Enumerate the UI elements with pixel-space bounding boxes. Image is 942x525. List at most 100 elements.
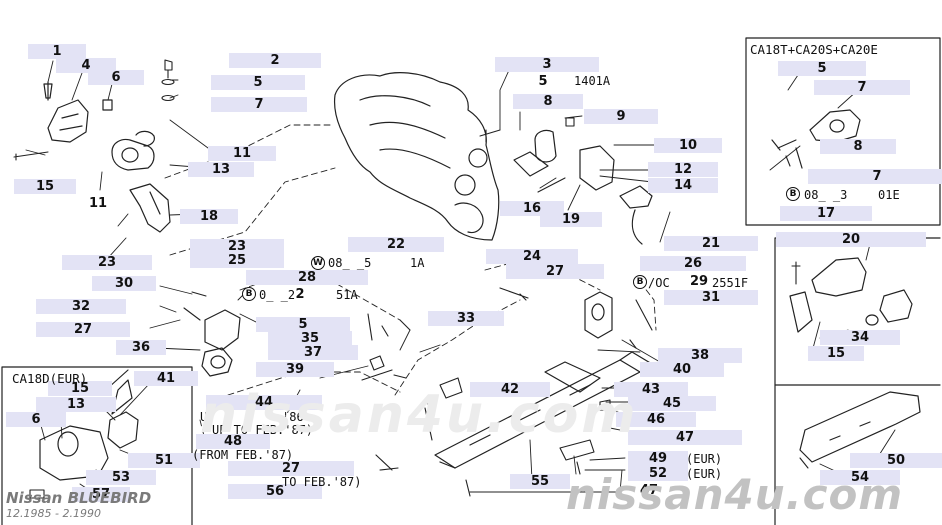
note-up-to-feb87: UP TO FEB.'87): [212, 423, 314, 437]
part-label: 24: [486, 249, 578, 264]
part-label: 46: [616, 412, 696, 427]
circled-b-icon: B: [786, 187, 800, 201]
rear-mount: [584, 291, 613, 339]
part-label: 27: [506, 264, 604, 279]
part-label: 13: [188, 162, 254, 177]
part-label: 41: [134, 371, 198, 386]
inset-frame-right-mid: [774, 237, 941, 386]
part-label: 3: [495, 57, 599, 72]
part-label: 13: [36, 397, 116, 412]
part-label: 5: [211, 75, 305, 90]
part-label: 18: [180, 209, 238, 224]
note-ref-u: U: [200, 410, 208, 424]
part-label: 44: [206, 395, 322, 410]
model-name: Nissan BLUEBIRD: [6, 489, 152, 507]
inset-tr-parts: [771, 109, 861, 169]
bracket-left-upper: [43, 81, 113, 143]
part-label: 7: [814, 80, 910, 95]
note-ref-2551f: 2551F: [712, 276, 749, 290]
part-label: 25: [190, 253, 284, 268]
part-label: 15: [808, 346, 864, 361]
part-label: 11: [208, 146, 276, 161]
part-label: 15: [14, 179, 76, 194]
note-ref-08-3: 08_ _3: [804, 188, 848, 202]
part-label: 28: [246, 270, 368, 285]
inset-frame-bottom-left: [1, 366, 193, 525]
part-label: 6: [88, 70, 144, 85]
part-label: 39: [256, 362, 334, 377]
part-label: 56: [228, 484, 322, 499]
insulator-left: [111, 130, 155, 171]
part-label: 30: [92, 276, 156, 291]
note-ref-1401a: 1401A: [574, 74, 611, 88]
watermark: nissan4u.com: [566, 470, 904, 519]
circled-b-icon: B: [633, 275, 647, 289]
part-label: 47: [628, 430, 742, 445]
note-to-feb87: TO FEB.'87): [282, 475, 362, 489]
part-label: 2: [229, 53, 321, 68]
part-label: 54: [820, 470, 900, 485]
note-ref-08-5: 08_ _5: [328, 256, 372, 270]
part-label: 52: [628, 466, 688, 481]
part-label: 40: [640, 362, 724, 377]
part-label: 55: [510, 474, 570, 489]
part-label: 5: [256, 317, 350, 332]
circled-w-icon: W: [311, 256, 325, 270]
engine-outline: [333, 72, 500, 241]
bracket-right-14: [619, 185, 653, 245]
part-label: 6: [6, 412, 66, 427]
circled-b-icon: B: [242, 287, 256, 301]
part-label: 8: [820, 139, 896, 154]
bolts: [13, 59, 809, 499]
part-label: 12: [648, 162, 718, 177]
part-label: 50: [850, 453, 942, 468]
watermark-background: nissan4u.com: [200, 385, 639, 445]
part-label: 21: [664, 236, 758, 251]
part-label: 8: [513, 94, 583, 109]
inset-mr-parts: [789, 257, 913, 333]
part-label: 20: [776, 232, 926, 247]
inset-title-ca18d: CA18D(EUR): [12, 371, 88, 386]
part-label: 48: [196, 434, 270, 449]
part-label: 27: [228, 461, 354, 476]
part-label: 45: [628, 396, 716, 411]
part-label: 27: [36, 322, 130, 337]
part-label: 17: [780, 206, 872, 221]
part-label: 49: [628, 451, 688, 466]
note-ref-51a: 51A: [336, 288, 358, 302]
part-label: 31: [664, 290, 758, 305]
part-label: 34: [820, 330, 900, 345]
inset-title-ca18t: CA18T+CA20S+CA20E: [750, 42, 878, 57]
part-label: 26: [640, 256, 746, 271]
note-ref-01e: 01E: [878, 188, 900, 202]
part-label: 11: [88, 196, 108, 211]
part-label: 4: [56, 58, 116, 73]
note-eur: (EUR): [686, 467, 723, 481]
note-eur: (EUR): [686, 452, 723, 466]
part-label: 43: [614, 382, 688, 397]
note-ref-1a: 1A: [410, 256, 425, 270]
part-label: 7: [211, 97, 307, 112]
part-label: 35: [268, 331, 352, 346]
part-label: 47: [639, 483, 659, 498]
part-label: 42: [470, 382, 550, 397]
part-label: 23: [190, 239, 284, 254]
part-label: 36: [116, 340, 166, 355]
part-label: 9: [584, 109, 658, 124]
right-mount-upper: [513, 129, 615, 191]
part-label: 5: [778, 61, 866, 76]
note-ref-b-oc: /OC: [648, 276, 670, 290]
note-ref-0-2: 0_ _2: [259, 288, 296, 302]
part-label: 19: [540, 212, 602, 227]
part-label: 15: [48, 381, 112, 396]
part-label: 33: [428, 311, 504, 326]
part-label: 22: [348, 237, 444, 252]
part-label: 53: [86, 470, 156, 485]
part-label: 57: [72, 487, 130, 502]
part-label: 2: [295, 287, 305, 302]
inset-frame-top-right: [745, 37, 941, 226]
part-label: 7: [808, 169, 942, 184]
note-ref-86: '86: [282, 410, 304, 424]
production-dates: 12.1985 - 2.1990: [6, 507, 101, 520]
